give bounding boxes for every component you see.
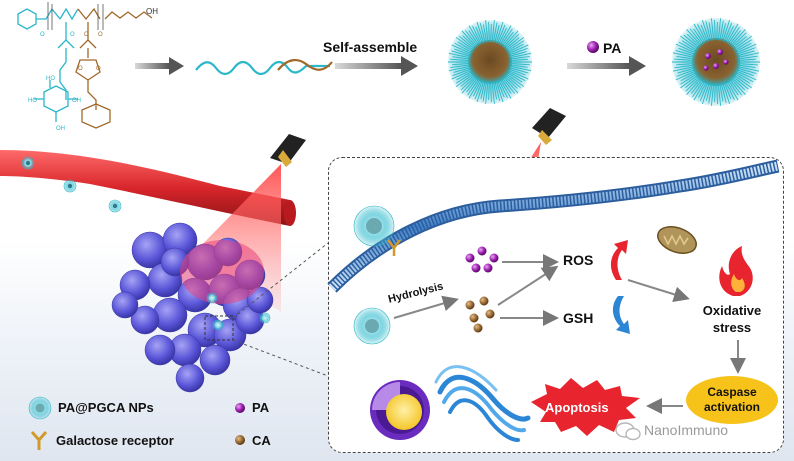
hydrolysis-arrow xyxy=(393,295,459,319)
empty-micelle xyxy=(448,20,532,104)
tumor-cell xyxy=(130,305,160,335)
legend-pa-label: PA xyxy=(252,400,270,415)
gsh-label: GSH xyxy=(563,310,594,326)
svg-text:O: O xyxy=(40,32,45,38)
mitochondrion-icon xyxy=(657,226,697,254)
cell-membrane xyxy=(327,159,780,293)
svg-text:OH: OH xyxy=(72,98,81,104)
tumor-np xyxy=(206,292,218,304)
process-arrow-1 xyxy=(135,57,184,75)
legend-pa-icon xyxy=(235,403,245,413)
pa-cluster xyxy=(465,246,499,273)
tumor-np xyxy=(212,319,224,331)
ca-to-ros-arrow xyxy=(497,265,559,306)
golgi-apparatus-icon xyxy=(434,365,531,442)
wechat-icon xyxy=(615,422,641,441)
polymer-schematic xyxy=(195,58,333,76)
tumor-cell xyxy=(246,286,274,314)
legend-ca-icon xyxy=(235,435,245,445)
loaded-micelle xyxy=(672,18,760,106)
gsh-decrease-icon xyxy=(612,296,630,334)
legend-np-label: PA@PGCA NPs xyxy=(58,400,154,415)
flame-icon xyxy=(719,246,753,296)
ros-increase-icon xyxy=(610,240,628,280)
svg-text:O: O xyxy=(84,32,89,38)
caspase-activation-label: Caspase activation xyxy=(703,385,760,414)
process-arrow-pa xyxy=(567,56,646,76)
end-group-label: OH xyxy=(146,7,158,16)
watermark-text: NanoImmuno xyxy=(644,422,729,438)
svg-text:O: O xyxy=(70,32,75,38)
legend-ca-label: CA xyxy=(252,433,271,448)
self-assemble-label: Self-assemble xyxy=(323,39,418,55)
legend-np-icon xyxy=(28,396,52,420)
zoom-box xyxy=(204,315,234,341)
np-internalized xyxy=(353,307,391,345)
legend-receptor-icon xyxy=(30,431,48,450)
apoptosis-burst xyxy=(531,378,640,436)
zoom-lines xyxy=(232,242,329,377)
oxidative-stress-label: Oxidative stress xyxy=(702,303,762,335)
ros-to-stress-arrow xyxy=(627,279,690,303)
lysosome-icon xyxy=(370,380,430,440)
svg-text:O: O xyxy=(78,66,83,72)
caspase-activation-badge xyxy=(686,376,778,424)
ca-cluster xyxy=(465,296,495,333)
heated-region xyxy=(180,240,264,304)
tumor-cell xyxy=(175,363,205,393)
tumor-cell xyxy=(199,344,231,376)
tumor-cell xyxy=(111,291,139,319)
svg-text:O: O xyxy=(96,66,101,72)
tumor-cell xyxy=(144,334,176,366)
blood-vessel xyxy=(0,150,296,226)
tumor-cluster xyxy=(111,222,274,393)
svg-text:HO: HO xyxy=(46,76,55,82)
tumor-np xyxy=(259,312,271,324)
polymer-acetal-labels: O O O O xyxy=(78,32,103,72)
svg-text:O: O xyxy=(98,32,103,38)
svg-text:OH: OH xyxy=(56,126,65,132)
pa-step-label: PA xyxy=(603,40,622,56)
ros-label: ROS xyxy=(563,252,594,268)
np-binding xyxy=(353,205,401,256)
pa-molecule-icon xyxy=(587,41,599,53)
process-arrow-self-assemble xyxy=(335,56,418,76)
legend-receptor-label: Galactose receptor xyxy=(56,433,174,448)
polymer-structure xyxy=(17,2,153,129)
polymer-atom-labels: O O HO HO OH OH xyxy=(28,32,81,132)
apoptosis-label: Apoptosis xyxy=(545,400,609,415)
svg-text:HO: HO xyxy=(28,98,37,104)
